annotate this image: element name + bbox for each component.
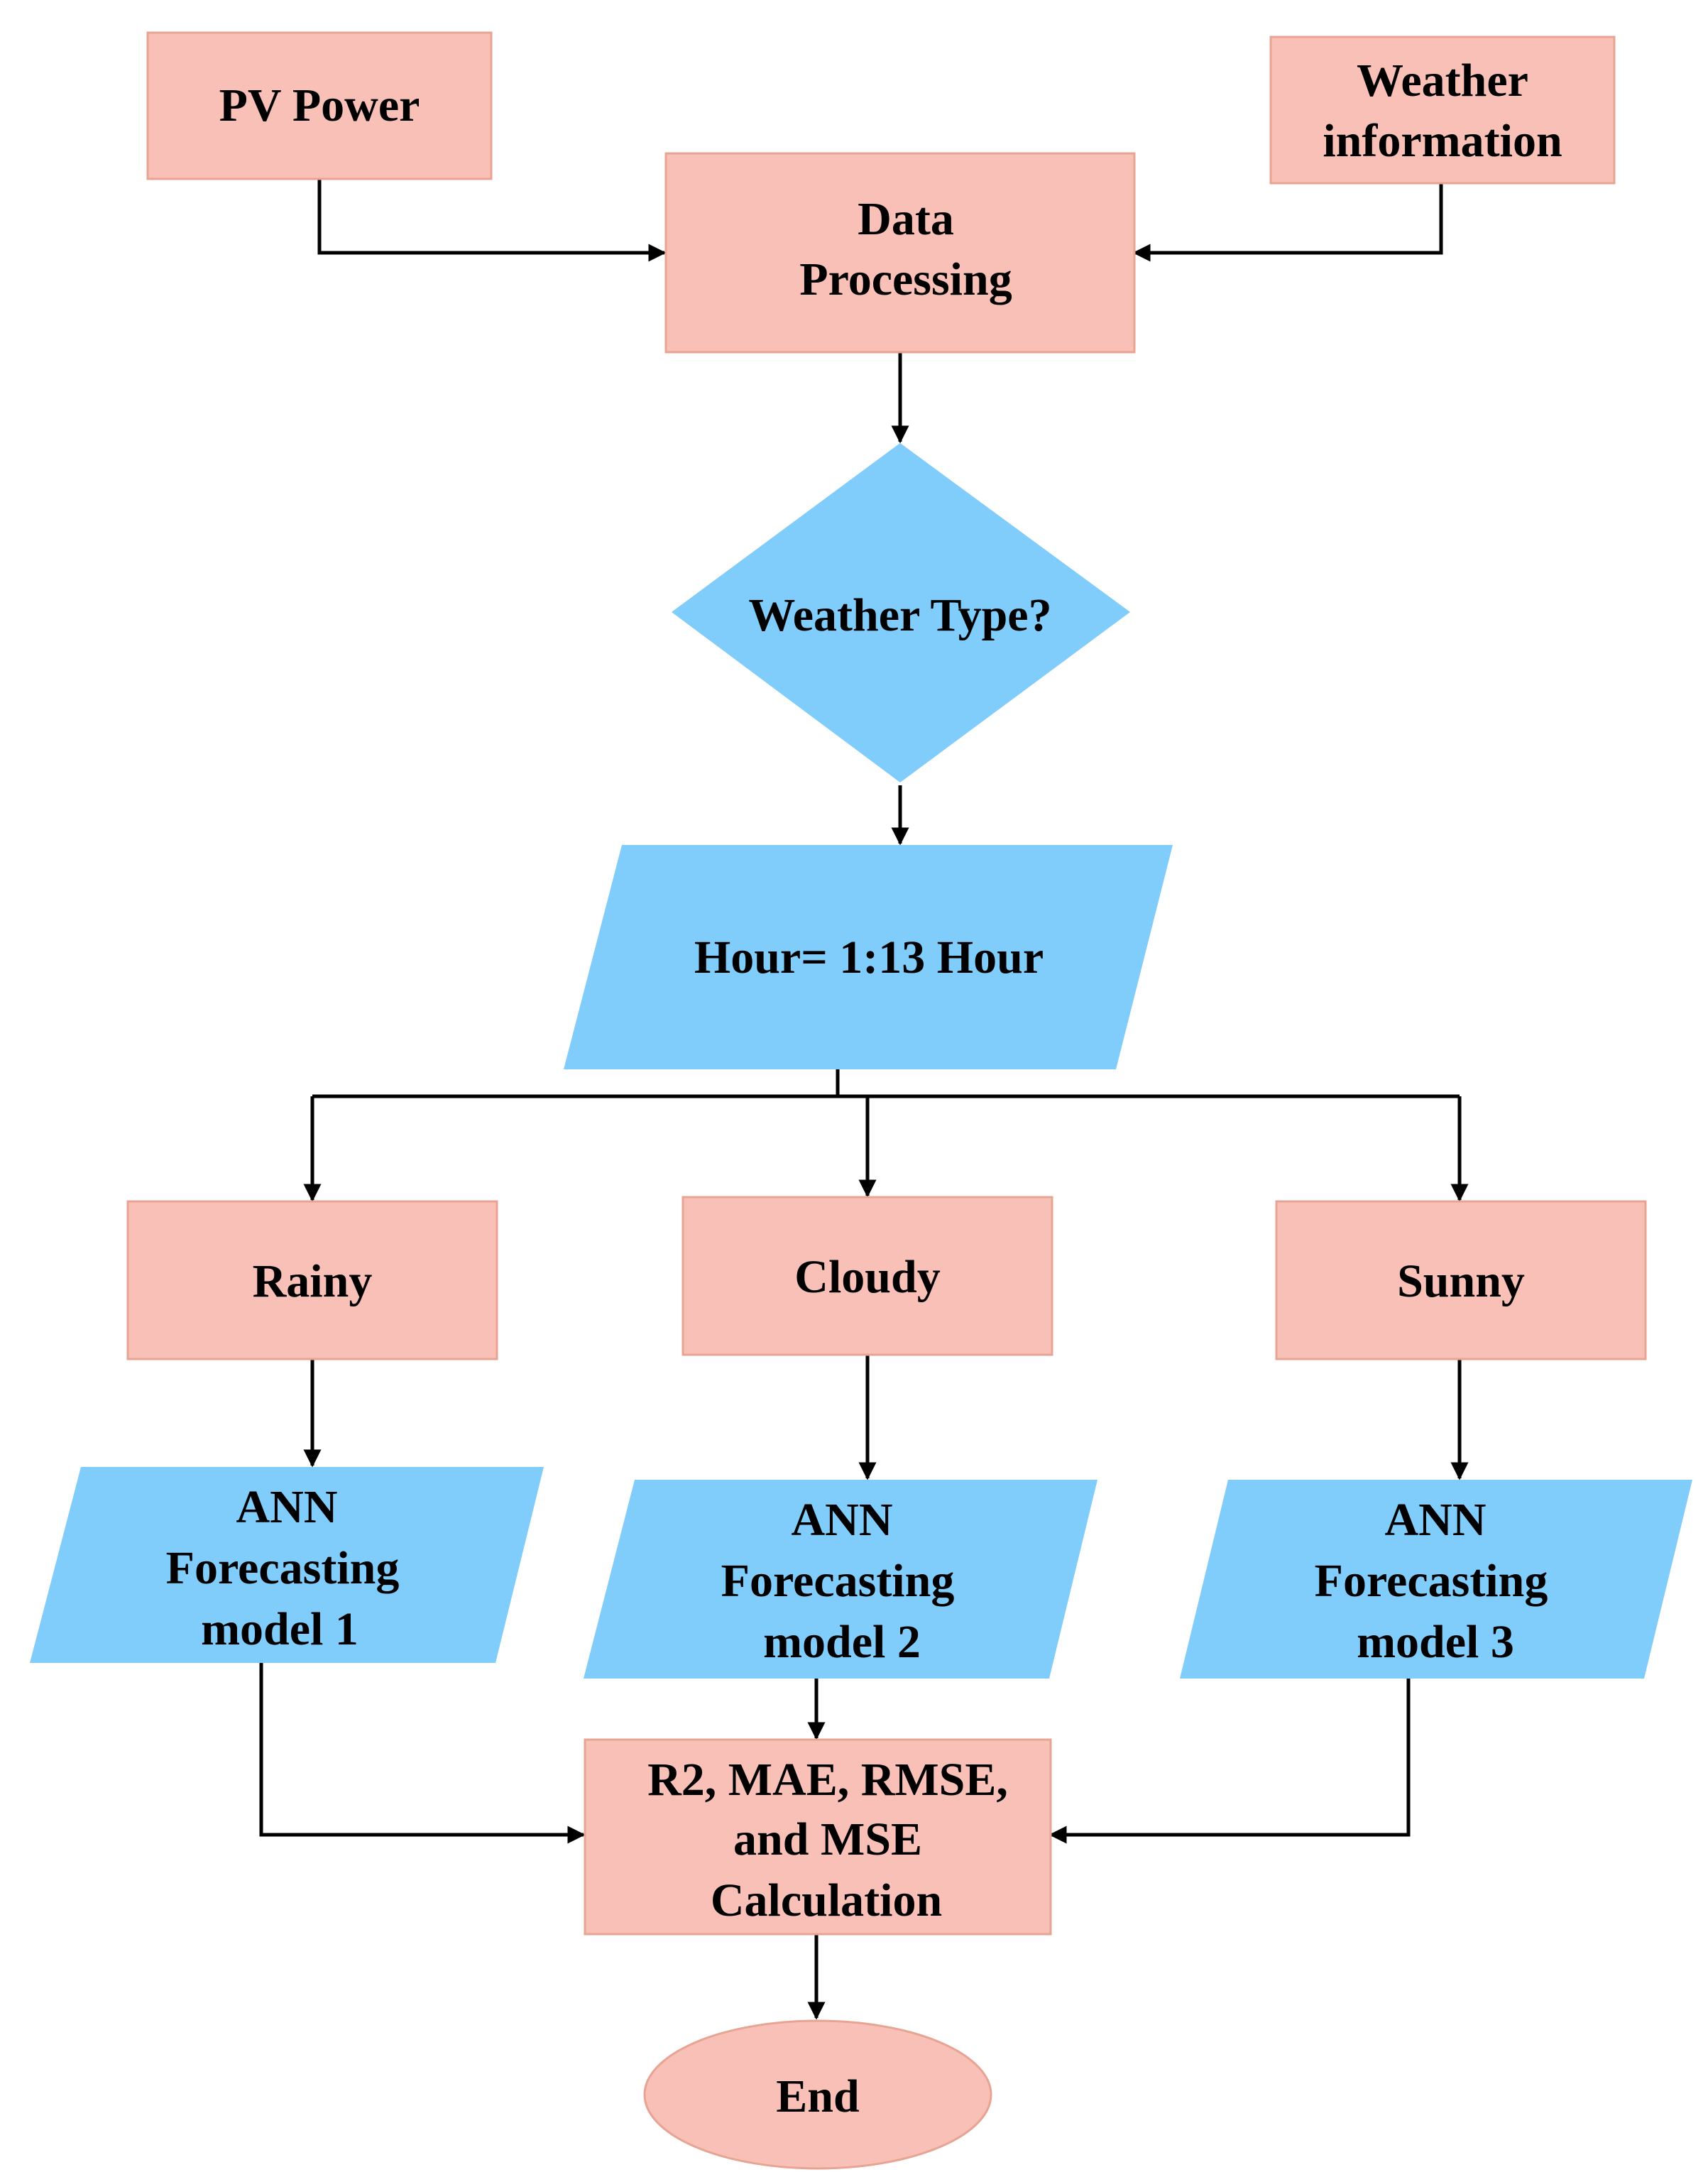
hour-label: Hour= 1:13 Hour (694, 932, 1044, 983)
ann-model-1-label-line3: model 1 (201, 1603, 358, 1655)
ann-model-1-label-line1: ANN (236, 1481, 338, 1533)
weather-type-label: Weather Type? (748, 589, 1051, 641)
end-terminator: End (643, 2019, 992, 2170)
metrics-label-line3: Calculation (711, 1875, 942, 1926)
ann-model-1-node: ANN Forecasting model 1 (30, 1467, 544, 1663)
rainy-node: Rainy (126, 1200, 498, 1360)
metrics-label-line2: and MSE (733, 1813, 922, 1865)
edge-ann1-to-metrics (259, 1662, 586, 1844)
metrics-label-line1: R2, MAE, RMSE, (647, 1754, 1008, 1806)
weather-information-label-line1: Weather (1357, 55, 1528, 107)
ann-model-3-label-line1: ANN (1385, 1494, 1487, 1546)
ann-model-3-node: ANN Forecasting model 3 (1180, 1480, 1692, 1679)
ann-model-3-label-line2: Forecasting (1315, 1555, 1548, 1607)
weather-information-node: Weather information (1269, 36, 1616, 185)
connectors (259, 179, 1469, 2020)
edge-pv-to-processing (317, 179, 667, 262)
cloudy-label: Cloudy (794, 1251, 940, 1303)
weather-information-label-line2: information (1323, 115, 1562, 167)
data-processing-label-line2: Processing (799, 253, 1012, 305)
pv-power-label: PV Power (219, 80, 420, 131)
pv-power-node: PV Power (146, 31, 493, 180)
sunny-label: Sunny (1397, 1255, 1525, 1307)
metrics-calculation-node: R2, MAE, RMSE, and MSE Calculation (584, 1738, 1052, 1936)
edge-ann3-to-metrics (1049, 1677, 1411, 1844)
ann-model-2-node: ANN Forecasting model 2 (584, 1480, 1097, 1679)
end-label: End (776, 2070, 859, 2122)
data-processing-node: Data Processing (664, 152, 1136, 354)
edge-weather-to-processing (1132, 183, 1443, 262)
ann-model-2-label-line1: ANN (792, 1494, 893, 1546)
ann-model-1-label-line2: Forecasting (166, 1542, 400, 1594)
cloudy-node: Cloudy (681, 1196, 1053, 1356)
ann-model-2-label-line2: Forecasting (721, 1555, 955, 1607)
ann-model-3-label-line3: model 3 (1357, 1616, 1514, 1668)
data-processing-label-line1: Data (858, 193, 954, 245)
sunny-node: Sunny (1275, 1200, 1647, 1360)
rainy-label: Rainy (253, 1255, 373, 1307)
hour-input-node: Hour= 1:13 Hour (564, 845, 1173, 1069)
ann-model-2-label-line3: model 2 (763, 1616, 921, 1668)
weather-type-decision: Weather Type? (672, 443, 1130, 782)
